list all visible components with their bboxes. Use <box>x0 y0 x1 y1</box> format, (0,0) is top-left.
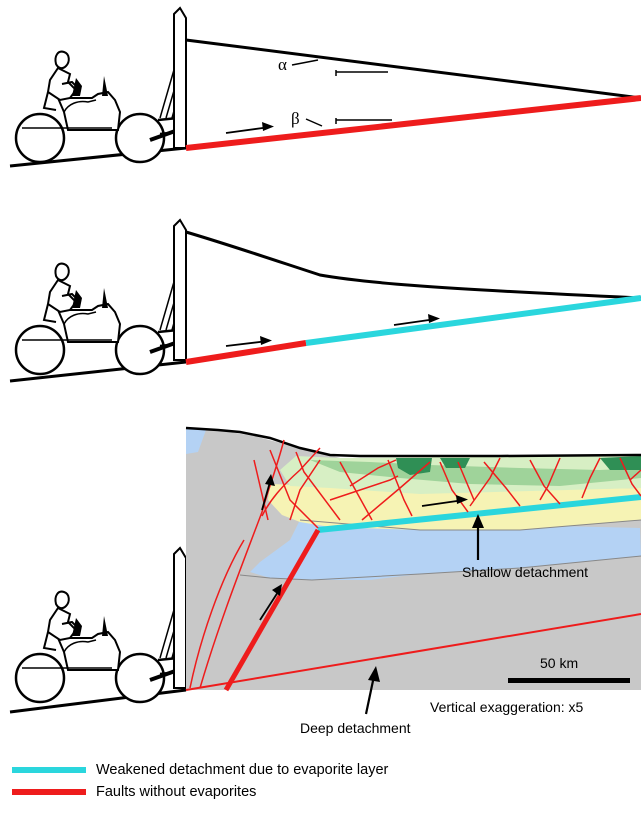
fault-trace <box>387 459 413 517</box>
fault-trace <box>269 449 319 529</box>
layer-boundary <box>239 555 641 581</box>
legend-item-faults: Faults without evaporites <box>12 784 256 800</box>
deep-detachment-line <box>185 613 641 691</box>
slip-arrow-head <box>262 122 274 131</box>
basal-fault-red <box>185 340 307 365</box>
fault-trace <box>539 457 561 501</box>
topographic-surface <box>185 426 641 458</box>
wedge-surface <box>185 38 641 100</box>
dark-green-patch <box>600 456 641 470</box>
evaporite-detachment <box>305 295 641 346</box>
slip-arrow-head <box>272 584 282 596</box>
alpha-label: α <box>278 55 287 74</box>
deep-detachment-pointer-head <box>368 666 380 682</box>
deep-detachment-label: Deep detachment <box>300 720 411 736</box>
slip-arrow <box>261 481 271 511</box>
vertical-exaggeration-label: Vertical exaggeration: x5 <box>430 699 584 715</box>
yellow-layer <box>268 484 641 530</box>
slip-arrow-head <box>260 336 272 345</box>
legend-item-evaporite: Weakened detachment due to evaporite lay… <box>12 762 388 778</box>
legend-swatch-cyan <box>12 767 86 773</box>
legend-swatch-red <box>12 789 86 795</box>
beta-leader <box>305 118 323 127</box>
slip-arrow-head <box>456 495 468 504</box>
alpha-angle <box>335 70 388 76</box>
slip-arrow <box>225 126 271 134</box>
shallow-detachment-pointer-head <box>472 514 484 528</box>
fault-trace <box>289 459 321 521</box>
fault-trace <box>199 439 285 689</box>
blue-sliver <box>186 428 206 454</box>
dark-green-patch <box>396 458 432 475</box>
top-panel: α β <box>9 6 641 168</box>
fault-trace <box>439 461 469 513</box>
fault-trace <box>349 459 397 487</box>
fault-trace <box>581 457 601 499</box>
fault-trace <box>295 451 341 521</box>
scale-bar <box>508 678 630 683</box>
fault-trace <box>253 459 269 521</box>
bulldozer-icon <box>14 546 188 704</box>
legend-label: Weakened detachment due to evaporite lay… <box>96 762 389 778</box>
alpha-leader <box>291 59 319 66</box>
slip-arrow-head <box>428 314 440 323</box>
fault-trace <box>261 447 321 517</box>
bulldozer-icon <box>14 218 188 376</box>
wedge-surface <box>185 230 641 300</box>
middle-panel <box>9 218 641 383</box>
deep-detachment-pointer <box>364 675 376 715</box>
faults <box>185 439 641 692</box>
bottom-panel: Shallow detachment 50 km Deep detachment… <box>9 426 641 736</box>
fault-trace <box>529 459 561 505</box>
shallow-detachment-label: Shallow detachment <box>462 564 588 580</box>
dark-green-patch <box>440 458 470 468</box>
beta-angle <box>335 118 392 124</box>
slip-arrow-head <box>265 474 275 486</box>
beta-label: β <box>291 109 300 128</box>
fault-trace <box>629 469 641 481</box>
fault-trace <box>483 461 521 507</box>
fault-trace <box>619 457 641 497</box>
blue-layer <box>250 520 641 580</box>
shallow-detachment-line <box>317 494 641 533</box>
bulldozer-icon <box>14 6 188 164</box>
scale-bar-label: 50 km <box>540 655 578 671</box>
legend-label: Faults without evaporites <box>96 784 257 800</box>
slip-arrow <box>259 591 279 621</box>
fault-trace <box>189 539 245 689</box>
main-ramp-fault <box>223 528 321 692</box>
fault-trace <box>457 461 475 501</box>
mid-green-layer <box>310 460 641 486</box>
basal-fault <box>185 95 641 151</box>
fault-trace <box>469 457 501 507</box>
